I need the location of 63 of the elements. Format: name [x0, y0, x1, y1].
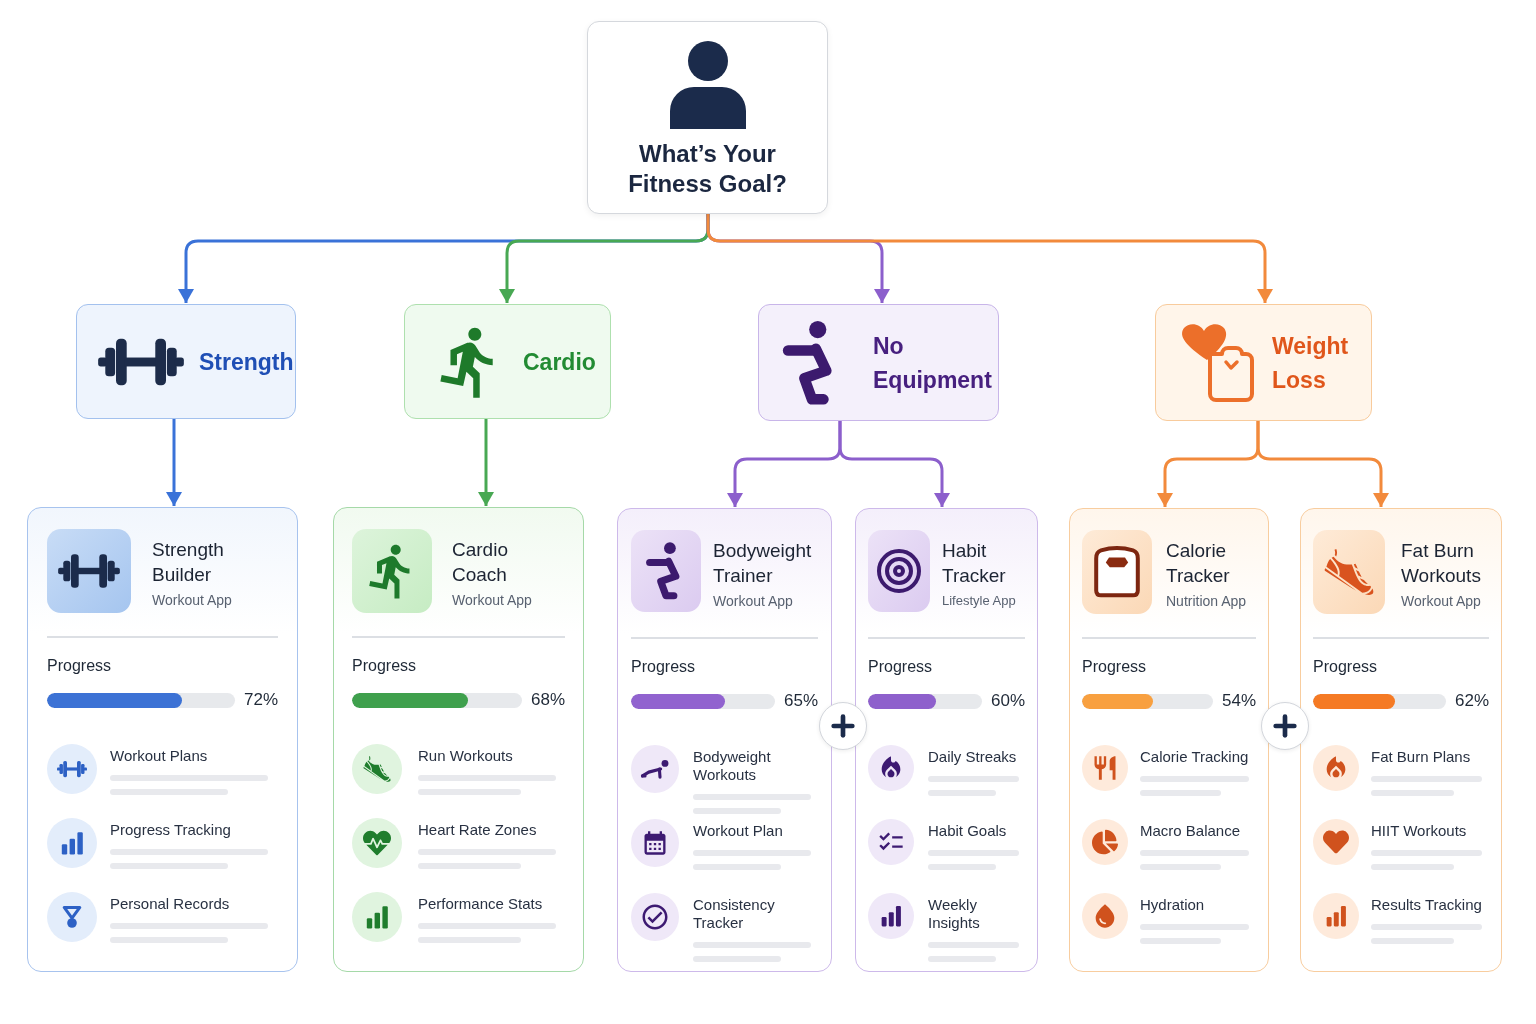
feature-label: Fat Burn Plans: [1371, 748, 1472, 766]
feature-label: Consistency Tracker: [693, 896, 776, 932]
feature-label: Progress Tracking: [110, 821, 232, 839]
app-title: Habit Tracker: [942, 539, 1007, 588]
arrow: [838, 421, 950, 507]
category-label: No Equipment: [873, 331, 992, 395]
app-title: Cardio Coach: [452, 538, 509, 587]
progress-value: 65%: [783, 691, 818, 711]
feature-label: Daily Streaks: [928, 748, 1018, 766]
app-category: Nutrition App: [1166, 592, 1248, 610]
app-category: Workout App: [1401, 592, 1482, 610]
app-card: [1069, 508, 1269, 972]
feature-label: Workout Plans: [110, 747, 209, 765]
progress-label: Progress: [352, 656, 418, 676]
app-title: Calorie Tracker: [1166, 539, 1231, 588]
category-box: [758, 304, 999, 421]
app-card: [27, 507, 298, 972]
feature-label: Run Workouts: [418, 747, 514, 765]
app-card: [333, 507, 584, 972]
arrow: [166, 419, 182, 506]
feature-label: Hydration: [1140, 896, 1206, 914]
progress-value: 62%: [1454, 691, 1489, 711]
app-category: Lifestyle App: [942, 592, 1017, 610]
feature-label: Heart Rate Zones: [418, 821, 538, 839]
progress-label: Progress: [47, 656, 113, 676]
category-box: [404, 304, 611, 419]
app-card: [617, 508, 832, 972]
feature-label: Performance Stats: [418, 895, 544, 913]
category-label: Cardio: [523, 347, 596, 377]
progress-label: Progress: [868, 657, 934, 677]
app-category: Workout App: [152, 591, 233, 609]
progress-label: Progress: [631, 657, 697, 677]
progress-value: 68%: [530, 690, 565, 710]
app-category: Workout App: [452, 591, 533, 609]
category-box: [1155, 304, 1372, 421]
feature-label: Habit Goals: [928, 822, 1008, 840]
category-label: Weight Loss: [1272, 331, 1349, 395]
progress-value: 60%: [990, 691, 1025, 711]
question-text: What’s Your Fitness Goal?: [627, 139, 788, 199]
app-card: [1300, 508, 1502, 972]
arrow: [706, 214, 1273, 303]
feature-label: Personal Records: [110, 895, 231, 913]
app-card: [855, 508, 1038, 972]
progress-value: 54%: [1221, 691, 1256, 711]
feature-label: Macro Balance: [1140, 822, 1242, 840]
feature-label: Weekly Insights: [928, 896, 981, 932]
feature-label: HIIT Workouts: [1371, 822, 1468, 840]
arrow: [478, 419, 494, 506]
app-title: Bodyweight Trainer: [713, 539, 813, 588]
category-box: [76, 304, 296, 419]
arrow: [1256, 421, 1389, 507]
app-title: Fat Burn Workouts: [1401, 539, 1482, 588]
progress-label: Progress: [1082, 657, 1148, 677]
progress-label: Progress: [1313, 657, 1379, 677]
question-box: [587, 21, 828, 214]
category-label: Strength: [199, 347, 294, 377]
progress-value: 72%: [243, 690, 278, 710]
feature-label: Results Tracking: [1371, 896, 1483, 914]
feature-label: Calorie Tracking: [1140, 748, 1250, 766]
app-title: Strength Builder: [152, 538, 225, 587]
feature-label: Workout Plan: [693, 822, 784, 840]
feature-label: Bodyweight Workouts: [693, 748, 772, 784]
app-category: Workout App: [713, 592, 794, 610]
